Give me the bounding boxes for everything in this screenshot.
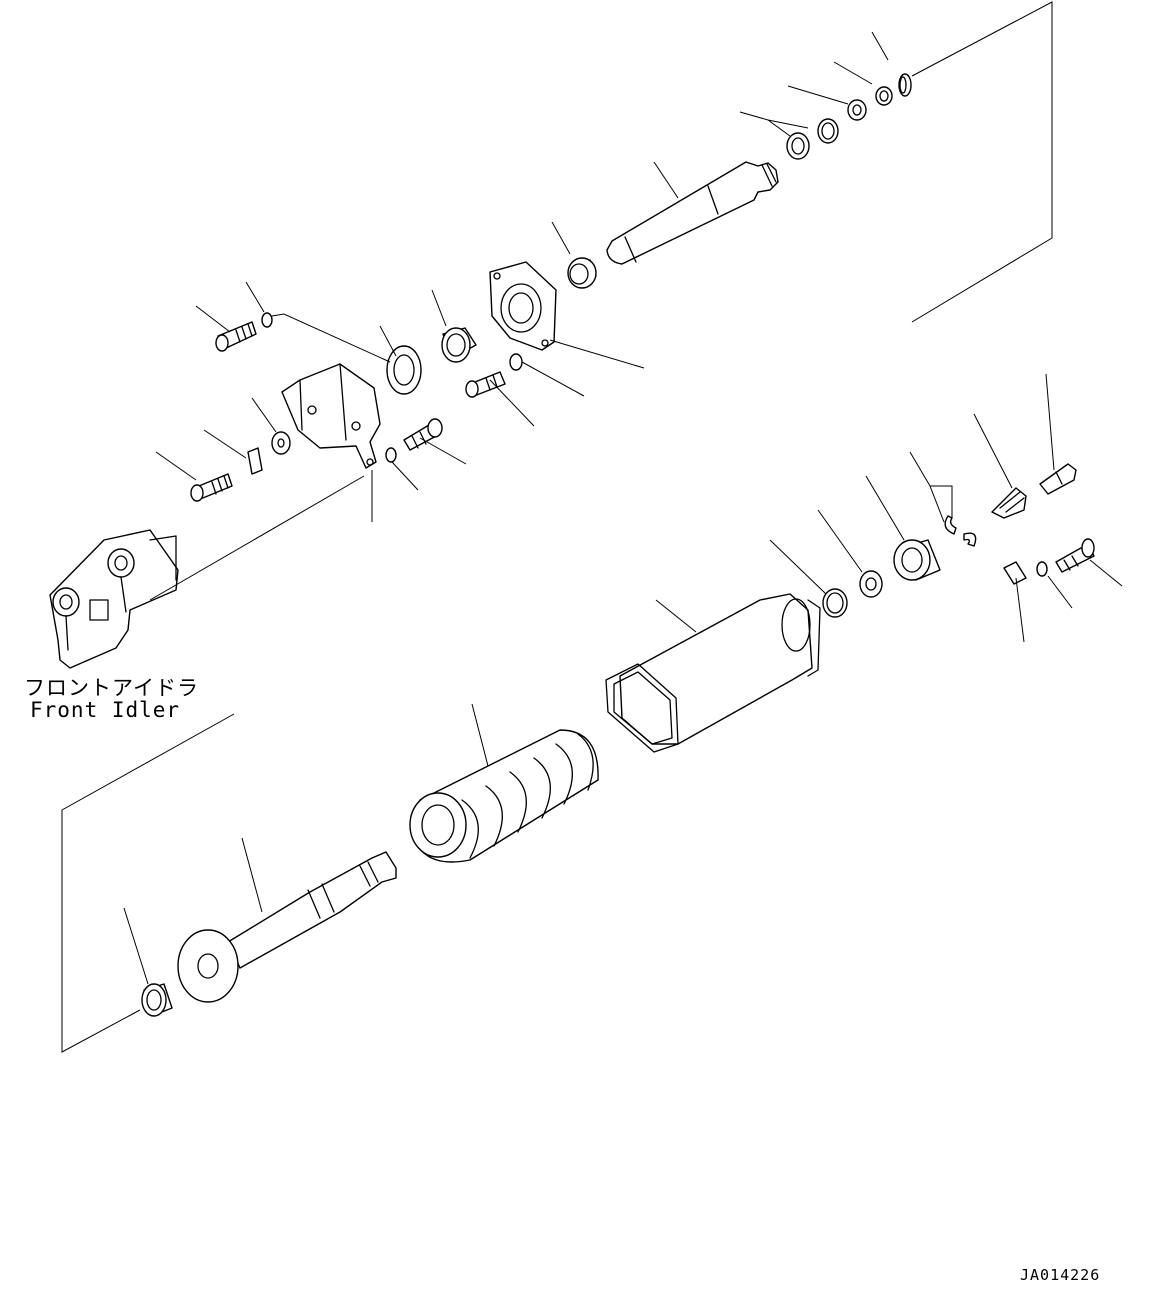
split-halves	[944, 515, 977, 547]
front-idler-label-en: Front Idler	[30, 698, 181, 722]
flange-housing	[489, 261, 557, 351]
bolt-top-left	[215, 321, 257, 352]
washer-bracket	[385, 447, 397, 463]
cylinder	[605, 593, 821, 753]
bearing-mid	[441, 327, 477, 363]
leader-lines	[123, 31, 1123, 985]
washer-top-left	[261, 312, 273, 328]
bushing-pair	[786, 118, 839, 160]
bolt-right	[1055, 538, 1095, 573]
washer-right	[1036, 561, 1048, 577]
washer-mid	[509, 353, 523, 371]
nut-right	[859, 570, 883, 598]
adjuster-sleeve	[893, 539, 941, 581]
washer-round	[271, 431, 291, 455]
bolt-left	[190, 473, 233, 502]
recoil-spring	[409, 729, 599, 863]
grease-fitting	[1039, 463, 1077, 495]
bearing-upper	[567, 257, 597, 289]
front-idler	[49, 529, 179, 669]
bracket	[281, 363, 381, 469]
bushing-lower	[141, 983, 173, 1017]
bolt-mid	[465, 371, 506, 398]
plate-small	[1003, 561, 1027, 585]
bolt-bracket	[403, 418, 443, 451]
o-ring	[822, 588, 848, 618]
spacer-ring	[875, 86, 893, 106]
idler-to-bracket-line	[149, 475, 365, 601]
front-idler-label-jp: フロントアイドラ	[24, 676, 199, 700]
drawing-number: JA014226	[1020, 1266, 1101, 1284]
grease-valve	[991, 487, 1027, 519]
lock-clip	[247, 447, 263, 475]
gasket-plate	[386, 345, 422, 395]
piston-rod	[606, 161, 779, 265]
nut-upper	[847, 99, 867, 121]
upper-frame-lines	[911, 1, 1053, 323]
spring-rod	[177, 851, 397, 1003]
lower-frame-lines	[61, 713, 235, 1053]
snap-ring	[898, 73, 912, 97]
